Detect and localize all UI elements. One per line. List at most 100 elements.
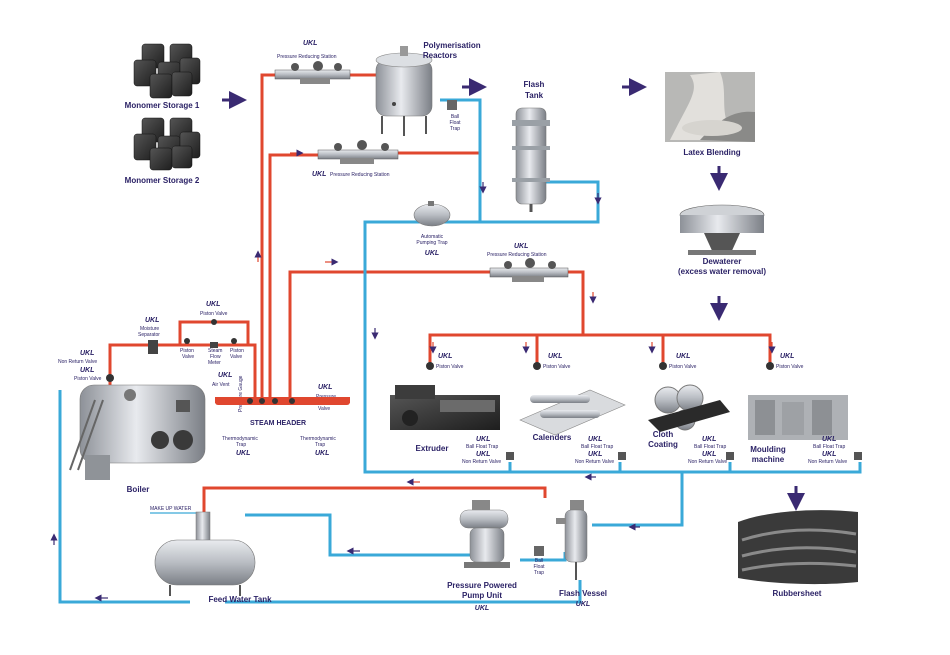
apt-label-2: Pumping Trap — [416, 240, 447, 246]
ball-float-trap-label: Ball Float Trap — [581, 444, 613, 450]
ukl-logo: UKL — [548, 353, 562, 360]
machine-traps: UKL Ball Float Trap UKL Non Return Valve… — [462, 436, 862, 465]
ukl-logo: UKL — [80, 367, 94, 374]
ball-float-trap-pppu: Ball Float Trap — [533, 546, 545, 576]
apt-label-1: Automatic — [421, 234, 444, 240]
flash-tank — [512, 107, 550, 212]
polymerisation-label-1: Polymerisation — [423, 41, 480, 50]
piston-valve-label: Piston Valve — [669, 364, 697, 370]
prs-middle-label: Pressure Reducing Station — [330, 172, 390, 178]
piston-valve-label: Piston Valve — [776, 364, 804, 370]
ukl-logo: UKL — [475, 605, 489, 612]
polymerisation-reactor — [375, 46, 433, 136]
prs-lower-label: Pressure Reducing Station — [487, 252, 547, 258]
thermodynamic-trap-label: Trap — [315, 442, 325, 448]
prs-top-label: Pressure Reducing Station — [277, 54, 337, 60]
trap-cloth: UKL Ball Float Trap UKL Non Return Valve — [688, 436, 734, 465]
feed-water-tank: MAKE UP WATER — [150, 506, 256, 596]
bft-label: Trap — [534, 570, 544, 576]
make-up-water-label: MAKE UP WATER — [150, 506, 192, 512]
small-direction-arrows — [50, 149, 776, 602]
ball-float-trap-label: Ball Float Trap — [813, 444, 845, 450]
flash-label-1: Flash — [524, 80, 545, 89]
bft-label: Float — [533, 564, 545, 570]
valve-label: Valve — [230, 354, 242, 360]
trap-calenders: UKL Ball Float Trap UKL Non Return Valve — [575, 436, 626, 465]
thermodynamic-trap-label: Trap — [236, 442, 246, 448]
steam-flow-meter-label: Meter — [208, 360, 221, 366]
extruder-label: Extruder — [416, 444, 449, 453]
monomer-drums-2 — [133, 117, 201, 171]
calenders-machine — [519, 389, 626, 436]
psv-label: Valve — [318, 406, 330, 412]
bft-label: Ball — [535, 558, 543, 564]
ukl-logo: UKL — [312, 171, 326, 178]
thermodynamic-trap-label: Thermodynamic — [222, 436, 258, 442]
ukl-logo: UKL — [702, 451, 716, 458]
rubbersheet-image — [738, 510, 858, 585]
non-return-valve-label: Non Return Valve — [808, 459, 847, 465]
feed-water-tank-label: Feed Water Tank — [208, 595, 272, 604]
ukl-logo: UKL — [218, 372, 232, 379]
ukl-logo: UKL — [588, 451, 602, 458]
steam-header: STEAM HEADER Thermodynamic Trap UKL Ther… — [215, 397, 350, 457]
ball-float-trap-label: Ball Float Trap — [694, 444, 726, 450]
piston-valve-label: Piston Valve — [74, 376, 102, 382]
bft-label: Trap — [450, 126, 460, 132]
non-return-valve-label: Non Return Valve — [688, 459, 727, 465]
prs-lower: UKL Pressure Reducing Station — [487, 243, 569, 282]
moisture-separator-label: Separator — [138, 332, 160, 338]
ukl-logo: UKL — [576, 601, 590, 608]
ukl-logo: UKL — [514, 243, 528, 250]
cloth-coating-machine — [648, 384, 730, 432]
piston-valve-label: Piston Valve — [543, 364, 571, 370]
ukl-logo: UKL — [438, 353, 452, 360]
non-return-valve-label: Non Return Valve — [575, 459, 614, 465]
ukl-logo: UKL — [676, 353, 690, 360]
prs-middle: UKL Pressure Reducing Station — [312, 140, 399, 178]
ball-float-trap-reactor: Ball Float Trap — [447, 100, 461, 132]
flow-arrows — [222, 78, 805, 511]
trap-extruder: UKL Ball Float Trap UKL Non Return Valve — [462, 436, 514, 465]
flash-vessel — [556, 500, 588, 580]
piston-valve-label: Piston Valve — [200, 311, 228, 317]
pppu-label-2: Pump Unit — [462, 591, 502, 600]
pppu-label-1: Pressure Powered — [447, 581, 517, 590]
prs-top: UKL Pressure Reducing Station — [274, 40, 351, 84]
ukl-logo: UKL — [476, 451, 490, 458]
steam-flow-meter-label: Steam — [208, 348, 222, 354]
valve-label: Valve — [182, 354, 194, 360]
moulding-label-2: machine — [752, 455, 785, 464]
air-vent-label: Air Vent — [212, 382, 230, 388]
monomer-storage-1-label: Monomer Storage 1 — [125, 101, 200, 110]
trap-moulding: UKL Ball Float Trap UKL Non Return Valve — [808, 436, 862, 465]
automatic-pumping-trap: Automatic Pumping Trap UKL — [413, 201, 451, 257]
monomer-drums-1 — [133, 43, 201, 99]
dewaterer-label: Dewaterer — [703, 257, 742, 266]
polymerisation-label-2: Reactors — [423, 51, 458, 60]
calenders-label: Calenders — [533, 433, 572, 442]
non-return-valve-label: Non Return Valve — [58, 359, 97, 365]
latex-blending-image — [665, 72, 755, 142]
bft-label: Ball — [451, 114, 459, 120]
machine-valves: UKL Piston Valve UKL Piston Valve UKL Pi… — [426, 353, 804, 370]
boiler — [69, 384, 206, 480]
ukl-logo: UKL — [206, 301, 220, 308]
cloth-label-2: Coating — [648, 440, 678, 449]
ukl-logo: UKL — [780, 353, 794, 360]
rubbersheet-label: Rubbersheet — [773, 589, 822, 598]
dewaterer-sub-label: (excess water removal) — [678, 267, 766, 276]
moulding-label-1: Moulding — [750, 445, 786, 454]
cloth-label-1: Cloth — [653, 430, 674, 439]
ukl-logo: UKL — [318, 384, 332, 391]
piston-valve-calenders: UKL Piston Valve — [533, 353, 571, 370]
ukl-logo: UKL — [80, 350, 94, 357]
piston-label: Piston — [180, 348, 194, 354]
moulding-machine — [748, 395, 848, 440]
ukl-logo: UKL — [145, 317, 159, 324]
piston-valve-label: Piston Valve — [436, 364, 464, 370]
piston-valve-cloth: UKL Piston Valve — [659, 353, 697, 370]
ukl-logo: UKL — [425, 250, 439, 257]
